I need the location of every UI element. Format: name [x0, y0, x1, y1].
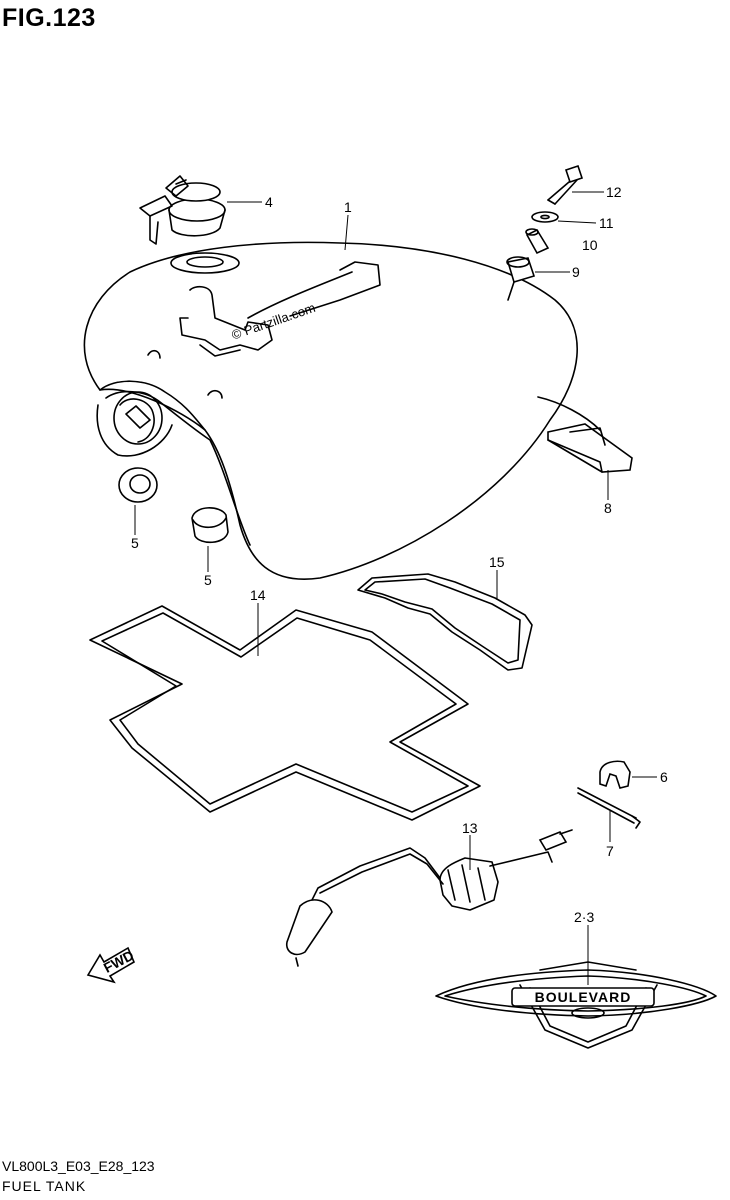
callout-8: 8	[604, 500, 612, 516]
emblem-text: BOULEVARD	[535, 989, 632, 1005]
collar-part[interactable]	[525, 228, 550, 255]
tie-part[interactable]	[577, 787, 641, 829]
figure-name: FUEL TANK	[2, 1178, 87, 1194]
callout-13: 13	[462, 820, 478, 836]
callout-9: 9	[572, 264, 580, 280]
fuel-cap-part[interactable]	[139, 175, 226, 245]
fwd-arrow-icon: FWD	[86, 947, 136, 984]
callout-5b: 5	[204, 572, 212, 588]
bolt-part[interactable]	[547, 164, 584, 205]
cushion-right-part[interactable]	[191, 507, 229, 544]
callout-15: 15	[489, 554, 505, 570]
cushion-part[interactable]	[506, 256, 536, 301]
rear-mount-part[interactable]	[547, 423, 633, 473]
emblem-part[interactable]: BOULEVARD	[435, 961, 717, 1049]
figure-title: FIG.123	[2, 4, 96, 32]
washer-part[interactable]	[531, 211, 559, 223]
callout-11: 11	[599, 215, 614, 231]
callout-10: 10	[582, 237, 598, 253]
callout-7: 7	[606, 843, 614, 859]
cushion-left-part[interactable]	[118, 467, 158, 503]
fuel-level-gauge-part[interactable]	[285, 829, 573, 967]
callout-2-3: 2·3	[574, 909, 594, 925]
pad-part[interactable]	[357, 573, 533, 671]
callout-14: 14	[250, 587, 266, 603]
leader-lines	[134, 191, 657, 985]
callout-5a: 5	[131, 535, 139, 551]
figure-code: VL800L3_E03_E28_123	[2, 1158, 155, 1174]
clamp-part[interactable]	[599, 760, 631, 789]
callout-4: 4	[265, 194, 273, 210]
cushion-pad-part[interactable]	[89, 605, 481, 821]
callout-6: 6	[660, 769, 668, 785]
callout-labels: 4 1 12 11 10 9 8 5 5 15 14 6 7 13 2·3	[131, 184, 668, 925]
callout-1: 1	[344, 199, 352, 215]
fuel-tank-part[interactable]	[83, 241, 601, 580]
callout-12: 12	[606, 184, 622, 200]
